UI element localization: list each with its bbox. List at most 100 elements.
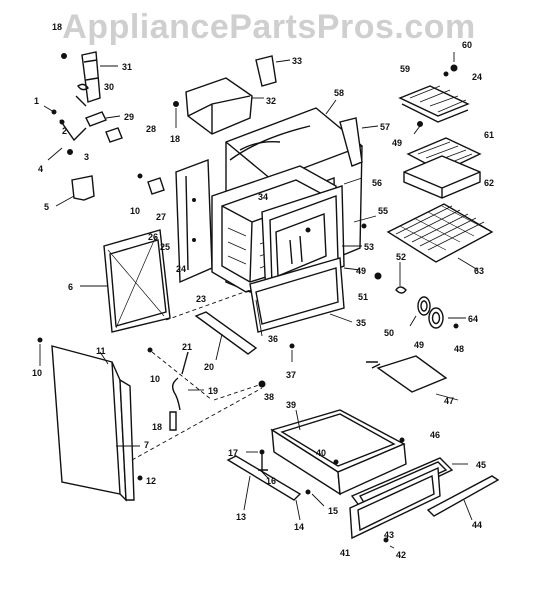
label-p41: 41	[340, 548, 350, 558]
label-p18a: 18	[52, 22, 62, 32]
label-p17: 17	[228, 448, 238, 458]
bracket-16	[246, 449, 269, 479]
label-p32: 32	[266, 96, 276, 106]
label-p26: 26	[148, 232, 158, 242]
label-p43: 43	[384, 530, 394, 540]
label-p13: 13	[236, 512, 246, 522]
label-p49b: 49	[356, 266, 366, 276]
screw-18a	[61, 53, 67, 59]
label-p37: 37	[286, 370, 296, 380]
label-p11: 11	[96, 346, 106, 356]
label-p52: 52	[396, 252, 406, 262]
bracket-33	[255, 55, 291, 87]
label-p56: 56	[372, 178, 382, 188]
label-p30: 30	[104, 82, 114, 92]
label-p10c: 10	[32, 368, 42, 378]
label-p60: 60	[462, 40, 472, 50]
screw-12	[137, 475, 143, 481]
drawer-39	[270, 409, 407, 496]
screw-60	[450, 64, 458, 72]
screw-24a	[443, 71, 449, 77]
label-p15: 15	[328, 506, 338, 516]
oven-rack-63	[386, 203, 494, 271]
label-p12: 12	[146, 476, 156, 486]
label-p47: 47	[444, 396, 454, 406]
label-p7: 7	[144, 440, 149, 450]
screw-49	[417, 121, 423, 127]
knob-34	[305, 227, 311, 233]
label-p57: 57	[380, 122, 390, 132]
label-p42: 42	[396, 550, 406, 560]
label-p18c: 18	[152, 422, 162, 432]
bracket-27	[147, 177, 165, 195]
label-p35: 35	[356, 318, 366, 328]
bracket-5	[55, 175, 95, 207]
label-p48: 48	[454, 344, 464, 354]
label-p18b: 18	[170, 134, 180, 144]
label-p63: 63	[474, 266, 484, 276]
screw-10b	[147, 347, 153, 353]
label-p24a: 24	[472, 72, 482, 82]
broiler-pan-62	[403, 155, 481, 199]
label-p19: 19	[208, 386, 218, 396]
screw-55	[361, 223, 367, 229]
label-p5: 5	[44, 202, 49, 212]
label-p46: 46	[430, 430, 440, 440]
knob-parts	[374, 262, 466, 329]
label-p36: 36	[268, 334, 278, 344]
bottom-frame-35	[249, 257, 353, 333]
label-p27: 27	[156, 212, 166, 222]
bracket-31	[81, 51, 118, 103]
drawer-slide-13	[226, 455, 302, 511]
label-p20: 20	[204, 362, 214, 372]
rail-20	[194, 311, 258, 361]
watermark: AppliancePartsPros.com	[62, 8, 476, 46]
label-p55: 55	[378, 206, 388, 216]
screw-42	[383, 537, 389, 543]
label-p34: 34	[258, 192, 268, 202]
hinge-19	[171, 351, 204, 411]
element-47	[366, 355, 459, 401]
label-p29: 29	[124, 112, 134, 122]
label-p6: 6	[68, 282, 73, 292]
screw-37	[289, 343, 295, 349]
screw-40	[333, 459, 339, 465]
label-p38: 38	[264, 392, 274, 402]
label-p33: 33	[292, 56, 302, 66]
label-p49a: 49	[392, 138, 402, 148]
label-p23: 23	[196, 294, 206, 304]
broiler-grid-59	[398, 85, 470, 123]
bracket-57	[339, 117, 379, 167]
label-p53: 53	[364, 242, 374, 252]
label-p10a: 10	[130, 206, 140, 216]
label-p62: 62	[484, 178, 494, 188]
label-p21: 21	[182, 342, 192, 352]
label-p1: 1	[34, 96, 39, 106]
label-p25: 25	[160, 242, 170, 252]
label-p14: 14	[294, 522, 304, 532]
drawer-slide-44	[426, 475, 500, 521]
label-p50: 50	[384, 328, 394, 338]
label-p24b: 24	[176, 264, 186, 274]
label-p58: 58	[334, 88, 344, 98]
label-p61: 61	[484, 130, 494, 140]
clip-28	[105, 127, 123, 143]
spring-30	[75, 83, 89, 107]
cover-32	[185, 77, 253, 135]
label-p3: 3	[84, 152, 89, 162]
label-p4: 4	[38, 164, 43, 174]
screw-46	[399, 437, 405, 443]
label-p51: 51	[358, 292, 368, 302]
drawer-panel-43	[349, 466, 441, 540]
hinge-parts	[43, 105, 87, 161]
clip-29	[85, 111, 121, 127]
label-p40: 40	[316, 448, 326, 458]
label-p16: 16	[266, 476, 276, 486]
screw-10c	[37, 337, 43, 343]
label-p64: 64	[468, 314, 478, 324]
label-p10b: 10	[150, 374, 160, 384]
screw-10a	[137, 173, 143, 179]
screw-18b	[173, 101, 179, 107]
